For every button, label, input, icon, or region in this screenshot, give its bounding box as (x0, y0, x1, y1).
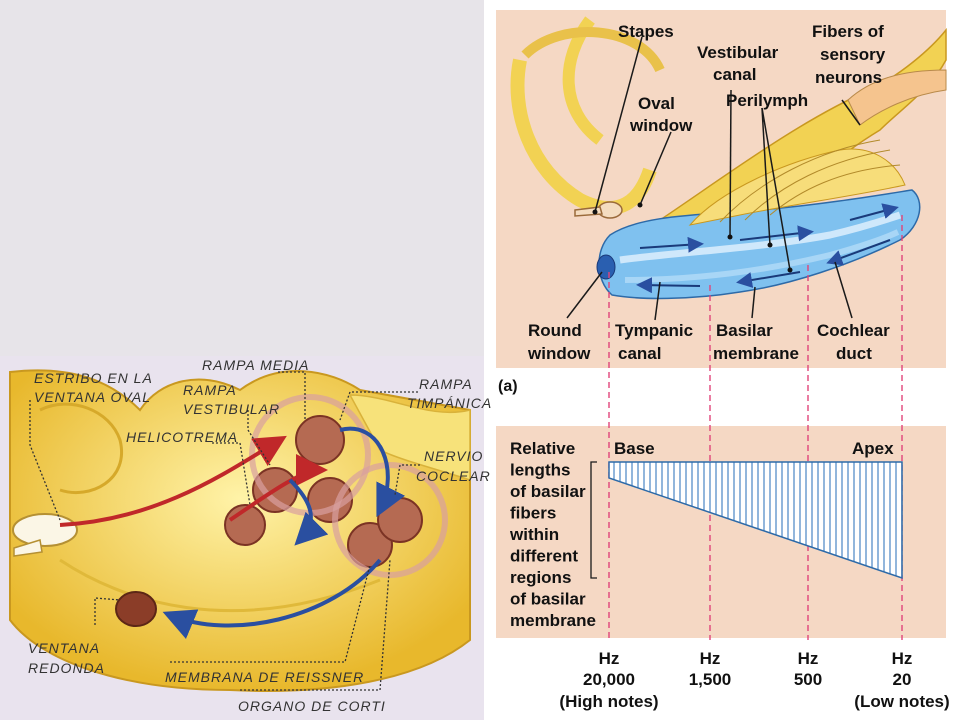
label-fibers-1: Fibers of (812, 22, 884, 41)
freq-value: 1,500 (689, 670, 732, 689)
basilar-desc-line: membrane (510, 611, 596, 630)
label-panel-a: (a) (498, 378, 518, 395)
label-helicotrema: HELICOTREMA (126, 429, 238, 445)
label-fibers-3: neurons (815, 68, 882, 87)
freq-hz: Hz (599, 649, 620, 668)
freq-hz: Hz (892, 649, 913, 668)
label-rampa-vestibular-2: VESTIBULAR (183, 401, 280, 417)
basilar-desc-line: lengths (510, 461, 570, 480)
label-stapes: Stapes (618, 22, 674, 41)
label-basilar-2: membrane (713, 344, 799, 363)
basilar-desc-line: of basilar (510, 590, 586, 609)
label-perilymph: Perilymph (726, 91, 808, 110)
label-round-1: Round (528, 321, 582, 340)
desc-bracket (590, 461, 597, 579)
label-nervio-2: COCLEAR (416, 468, 491, 484)
label-tympanic-2: canal (618, 344, 661, 363)
basilar-desc-line: Relative (510, 439, 575, 458)
freq-hz: Hz (700, 649, 721, 668)
english-cochlea-diagram (510, 16, 947, 321)
basilar-desc-line: fibers (510, 504, 556, 523)
label-oval-2: window (629, 116, 693, 135)
freq-value: 20,000 (583, 670, 635, 689)
freq-note: (Low notes) (854, 692, 949, 711)
basilar-desc-line: regions (510, 568, 571, 587)
english-labels: Stapes Vestibular canal Fibers of sensor… (498, 22, 890, 395)
label-rampa-media: RAMPA MEDIA (202, 357, 309, 373)
label-estribo-1: ESTRIBO EN LA (34, 370, 153, 386)
label-rampa-vestibular-1: RAMPA (183, 382, 237, 398)
label-apex: Apex (852, 439, 894, 458)
label-cochlear-2: duct (836, 344, 872, 363)
label-rampa-timpanica-1: RAMPA (419, 376, 473, 392)
basilar-desc-line: within (509, 525, 559, 544)
basilar-desc-line: of basilar (510, 482, 586, 501)
label-fibers-2: sensory (820, 45, 886, 64)
label-vestibular-2: canal (713, 65, 756, 84)
label-cochlear-1: Cochlear (817, 321, 890, 340)
freq-value: 500 (794, 670, 822, 689)
label-reissner: MEMBRANA DE REISSNER (165, 669, 364, 685)
label-base: Base (614, 439, 655, 458)
basilar-desc-line: different (510, 547, 578, 566)
label-rampa-timpanica-2: TIMPÁNICA (407, 395, 492, 411)
label-nervio-1: NERVIO (424, 448, 483, 464)
freq-note: (High notes) (559, 692, 658, 711)
freq-value: 20 (893, 670, 912, 689)
basilar-description: Relative lengths of basilar fibers within dif… (509, 439, 596, 630)
label-oval-1: Oval (638, 94, 675, 113)
freq-hz: Hz (798, 649, 819, 668)
label-ventana-2: REDONDA (28, 660, 105, 676)
label-vestibular-1: Vestibular (697, 43, 779, 62)
label-tympanic-1: Tympanic (615, 321, 693, 340)
label-estribo-2: VENTANA OVAL (34, 389, 151, 405)
frequency-labels: Hz 20,000 (High notes) Hz 1,500 Hz 500 Hz 20 (Low… (559, 649, 949, 711)
spanish-labels: RAMPA MEDIA ESTRIBO EN LA VENTANA OVAL R… (28, 357, 492, 714)
label-ventana-1: VENTANA (28, 640, 100, 656)
basilar-wedge (608, 461, 903, 580)
text-panel-background (0, 0, 484, 356)
label-basilar-1: Basilar (716, 321, 773, 340)
label-round-2: window (527, 344, 591, 363)
spanish-cochlea-diagram (9, 369, 471, 692)
label-corti: ORGANO DE CORTI (238, 698, 386, 714)
